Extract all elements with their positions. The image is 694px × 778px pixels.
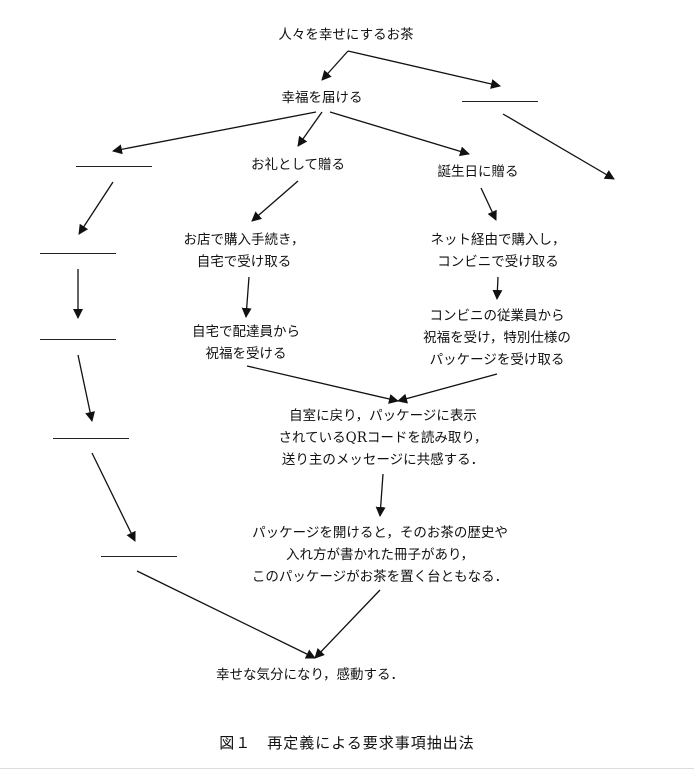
node-online-purchase: ネット経由で購入し， コンビニで受け取る [431, 229, 566, 273]
node-store-purchase: お店で購入手続き， 自宅で受け取る [183, 229, 304, 273]
node-happy-text: 幸せな気分になり，感動する． [215, 667, 405, 683]
node-root: 人々を幸せにするお茶 [278, 24, 413, 46]
node-thank-gift-text: お礼として贈る [250, 157, 346, 173]
node-open-package-line-2: 入れ方が書かれた冊子があり， [285, 547, 475, 563]
node-qr-message: 自室に戻り，パッケージに表示 されているQRコードを読み取り， 送り主のメッセー… [279, 405, 488, 471]
arrow-blank-left-to-b2 [78, 181, 114, 235]
node-open-package-line-3: このパッケージがお茶を置く台ともなる． [251, 569, 509, 585]
node-deliver: 幸福を届ける [282, 87, 363, 109]
arrow-b4-to-b5 [91, 452, 136, 542]
arrow-qr-to-open [375, 473, 386, 517]
node-root-text: 人々を幸せにするお茶 [278, 27, 414, 43]
node-convenience-staff-line-2: 祝福を受け，特別仕様の [423, 330, 571, 346]
node-birthday-gift: 誕生日に贈る [438, 161, 519, 183]
node-deliver-text: 幸福を届ける [281, 90, 363, 106]
arrow-staff-to-qr [397, 373, 498, 404]
node-convenience-staff: コンビニの従業員から 祝福を受け，特別仕様の パッケージを受け取る [423, 305, 571, 371]
node-convenience-staff-line-3: パッケージを受け取る [429, 352, 565, 368]
figure-caption: 図１ 再定義による要求事項抽出法 [219, 734, 475, 752]
blank-slot-left-1 [76, 166, 152, 167]
arrow-open-to-happy [314, 589, 381, 659]
arrow-blank-right-to-offpage [502, 113, 615, 180]
arrow-online-to-staff [492, 276, 503, 300]
node-home-delivery-line-2: 祝福を受ける [205, 346, 287, 362]
node-birthday-gift-text: 誕生日に贈る [437, 164, 519, 180]
node-open-package: パッケージを開けると，そのお茶の歴史や 入れ方が書かれた冊子があり， このパッケ… [252, 522, 508, 588]
node-qr-message-line-3: 送り主のメッセージに共感する． [281, 452, 485, 468]
blank-slot-left-2 [40, 253, 116, 254]
arrow-birthday-to-online [480, 187, 497, 221]
blank-slot-left-3 [40, 339, 116, 340]
arrow-deliver-to-blank-left [112, 111, 317, 155]
arrow-b3-to-b4 [77, 354, 96, 422]
node-store-purchase-line-1: お店で購入手続き， [183, 232, 305, 248]
blank-slot-right-top [462, 101, 538, 102]
divider [0, 768, 694, 769]
node-store-purchase-line-2: 自宅で受け取る [196, 254, 292, 270]
arrow-b5-to-happy [136, 570, 316, 659]
arrow-store-to-home [241, 276, 252, 318]
node-open-package-line-1: パッケージを開けると，そのお茶の歴史や [252, 525, 508, 541]
node-online-purchase-line-1: ネット経由で購入し， [430, 232, 566, 248]
arrow-root-to-deliver [321, 50, 349, 81]
node-qr-message-line-1: 自室に戻り，パッケージに表示 [289, 408, 477, 424]
blank-slot-left-5 [101, 556, 177, 557]
node-convenience-staff-line-1: コンビニの従業員から [429, 308, 565, 324]
blank-slot-left-4 [53, 438, 129, 439]
arrow-deliver-to-thank [297, 111, 323, 147]
arrow-root-to-blank-right [347, 50, 501, 89]
node-home-delivery: 自宅で配達員から 祝福を受ける [192, 321, 300, 365]
node-qr-message-line-2: されているQRコードを読み取り， [278, 430, 488, 446]
node-happy: 幸せな気分になり，感動する． [216, 664, 404, 686]
node-online-purchase-line-2: コンビニで受け取る [437, 254, 559, 270]
arrow-deliver-to-birthday [329, 111, 470, 157]
node-home-delivery-line-1: 自宅で配達員から [192, 324, 300, 340]
arrow-thank-to-store [251, 180, 299, 222]
arrow-home-to-qr [246, 365, 399, 404]
node-thank-gift: お礼として贈る [251, 154, 345, 176]
